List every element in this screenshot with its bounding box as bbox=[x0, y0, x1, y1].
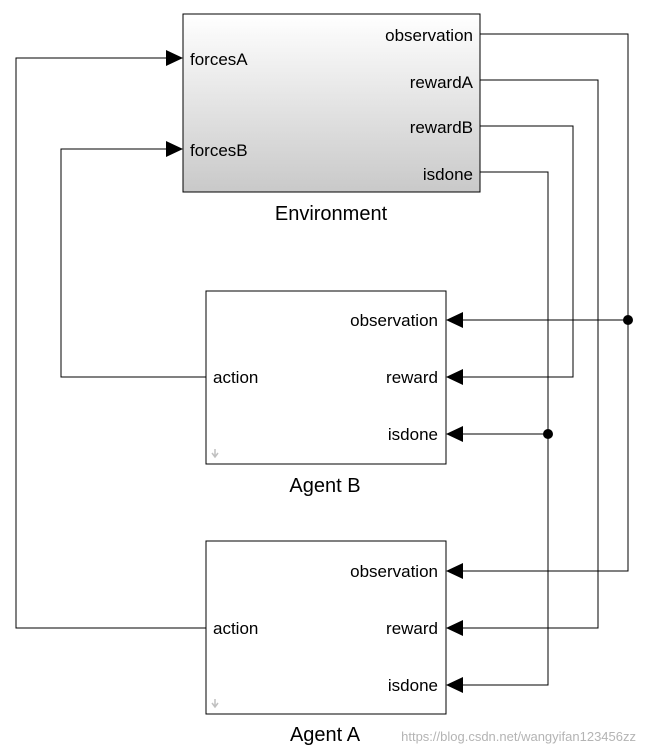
environment-title: Environment bbox=[275, 203, 388, 225]
arrowhead-agent-b-observation bbox=[446, 312, 463, 328]
arrowhead-forcesb bbox=[166, 141, 183, 157]
wire-rewardb[interactable] bbox=[463, 125, 574, 378]
wire-agent-b-action[interactable] bbox=[60, 148, 206, 378]
environment-output-observation: observation bbox=[385, 26, 473, 45]
wire-isdone[interactable] bbox=[463, 171, 549, 686]
agent-a-input-reward: reward bbox=[386, 619, 438, 638]
arrowhead-agent-b-isdone bbox=[446, 426, 463, 442]
environment-output-isdone: isdone bbox=[423, 165, 473, 184]
branch-point-isdone bbox=[543, 429, 553, 439]
agent-b-input-observation: observation bbox=[350, 311, 438, 330]
environment-input-forcesa: forcesA bbox=[190, 50, 248, 69]
agent-a-title: Agent A bbox=[290, 724, 361, 746]
wire-agent-a-action[interactable] bbox=[15, 57, 206, 629]
environment-output-rewardb: rewardB bbox=[410, 118, 473, 137]
agent-b-title: Agent B bbox=[289, 475, 360, 497]
agent-a-input-observation: observation bbox=[350, 562, 438, 581]
agent-b-block[interactable] bbox=[205, 290, 447, 465]
agent-a-corner-arrow-icon bbox=[211, 699, 219, 709]
agent-a-input-isdone: isdone bbox=[388, 676, 438, 695]
wire-rewarda[interactable] bbox=[463, 79, 599, 629]
watermark: https://blog.csdn.net/wangyifan123456zz bbox=[401, 729, 636, 744]
arrowhead-agent-a-reward bbox=[446, 620, 463, 636]
wire-observation[interactable] bbox=[463, 33, 629, 572]
arrowhead-agent-a-isdone bbox=[446, 677, 463, 693]
agent-b-input-isdone: isdone bbox=[388, 425, 438, 444]
arrowhead-forcesa bbox=[166, 50, 183, 66]
agent-b-input-reward: reward bbox=[386, 368, 438, 387]
branch-point-observation bbox=[623, 315, 633, 325]
agent-b-output-action: action bbox=[213, 368, 258, 387]
agent-b-corner-arrow-icon bbox=[211, 449, 219, 459]
agent-a-output-action: action bbox=[213, 619, 258, 638]
environment-block[interactable] bbox=[182, 13, 481, 193]
agent-a-block[interactable] bbox=[205, 540, 447, 715]
environment-output-rewarda: rewardA bbox=[410, 73, 474, 92]
arrowhead-agent-a-observation bbox=[446, 563, 463, 579]
arrowhead-agent-b-reward bbox=[446, 369, 463, 385]
environment-input-forcesb: forcesB bbox=[190, 141, 248, 160]
